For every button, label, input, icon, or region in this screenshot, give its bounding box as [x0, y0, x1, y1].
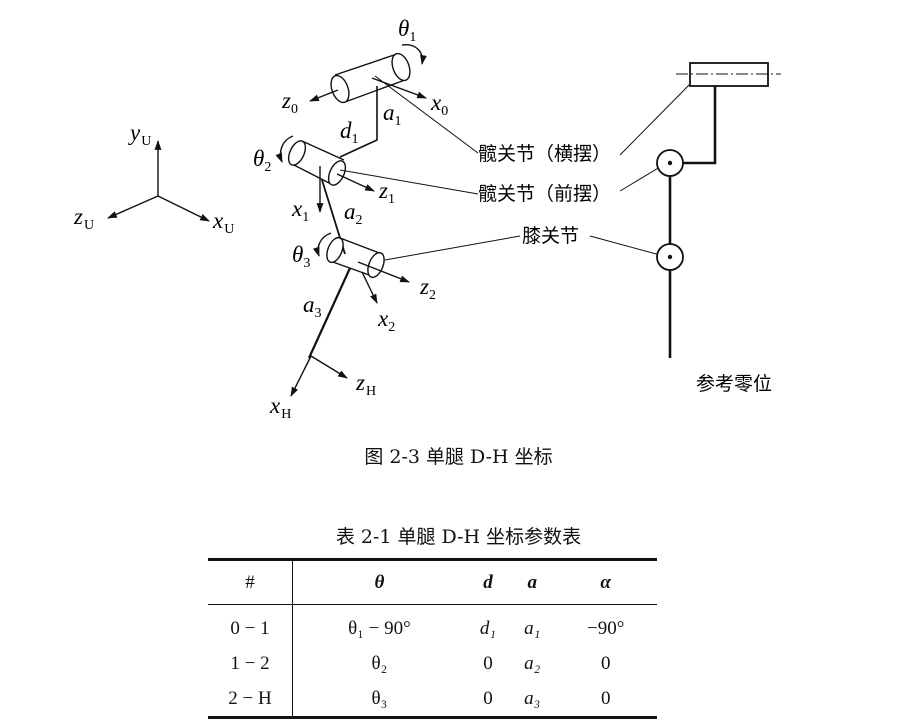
header-d: d — [465, 559, 511, 605]
xh-label: xH — [269, 393, 291, 422]
z1-label: z1 — [378, 178, 395, 207]
zh-axis — [310, 355, 348, 379]
table-row: 0 − 1 θ₁ − 90° d₁ a₁ −90° — [208, 604, 657, 646]
header-a: a — [510, 559, 555, 605]
cell-theta: θ₁ − 90° — [348, 617, 411, 639]
x0-label: x0 — [430, 90, 448, 119]
cell-theta: θ₃ — [371, 687, 388, 709]
a3-label: a3 — [303, 292, 322, 321]
knee-joint — [312, 232, 410, 304]
table-row: 1 − 2 θ₂ 0 a₂ 0 — [208, 646, 657, 681]
z2-axis — [357, 261, 410, 283]
header-alpha: α — [554, 559, 657, 605]
cell-d: 0 — [483, 687, 493, 709]
z0-axis — [309, 89, 339, 102]
z1-axis — [336, 173, 375, 192]
hip-yaw-joint — [309, 44, 427, 104]
cell-theta: θ₂ — [371, 652, 388, 674]
theta3-rotation-arrow — [312, 232, 332, 257]
cell-d: 0 — [483, 652, 493, 674]
callout-leaders — [339, 75, 693, 261]
theta1-label: θ1 — [398, 16, 416, 45]
x2-label: x2 — [377, 306, 395, 335]
knee-callout: 膝关节 — [522, 225, 579, 247]
a1-label: a1 — [383, 100, 402, 129]
zero-position-label: 参考零位 — [696, 373, 772, 395]
figure-caption: 图 2-3 单腿 D-H 坐标 — [364, 446, 553, 468]
z-u-label: zU — [73, 204, 94, 233]
cell-alpha: −90° — [587, 617, 625, 639]
cell-a: a₂ — [524, 652, 541, 674]
hip-pitch-joint — [275, 135, 375, 213]
row-index: 2 − H — [208, 681, 293, 718]
y-u-label: yU — [128, 120, 151, 149]
table-row: 2 − H θ₃ 0 a₃ 0 — [208, 681, 657, 718]
row-index: 0 − 1 — [208, 604, 293, 646]
zero-position-schematic — [656, 62, 781, 358]
row-index: 1 − 2 — [208, 646, 293, 681]
z0-label: z0 — [281, 88, 298, 117]
z-u-axis — [107, 195, 159, 219]
cell-alpha: 0 — [600, 652, 611, 674]
link-a1-d1 — [339, 86, 378, 158]
dh-coordinate-diagram: yU zU xU θ1 z0 x0 a1 d1 θ2 z1 x1 a2 — [73, 16, 781, 422]
header-index: # — [208, 559, 293, 605]
header-theta: θ — [292, 559, 466, 605]
theta1-rotation-arrow — [401, 44, 427, 65]
cell-alpha: 0 — [600, 687, 611, 709]
foot-frame — [290, 355, 348, 397]
reference-frame-u — [107, 140, 210, 222]
x-u-axis — [157, 195, 210, 222]
a2-label: a2 — [344, 199, 363, 228]
hip-pitch-callout: 髋关节（前摆） — [478, 183, 611, 205]
table-caption: 表 2-1 单腿 D-H 坐标参数表 — [335, 526, 582, 548]
link-a3 — [307, 267, 352, 359]
cell-d: d₁ — [479, 617, 496, 639]
theta3-label: θ3 — [292, 242, 310, 271]
cell-a: a₃ — [524, 687, 541, 709]
cell-a: a₁ — [524, 617, 541, 639]
x1-label: x1 — [291, 196, 309, 225]
xh-axis — [290, 355, 312, 397]
x2-axis — [361, 271, 378, 304]
hip-yaw-callout: 髋关节（横摆） — [478, 143, 611, 165]
zh-label: zH — [355, 370, 376, 399]
dh-parameter-table: # θ d a α 0 − 1 θ₁ − 90° d₁ a₁ −90° 1 − … — [208, 558, 657, 719]
hip-offset-link — [682, 86, 717, 165]
table-header-row: # θ d a α — [208, 559, 657, 605]
z2-label: z2 — [419, 274, 436, 303]
d1-label: d1 — [340, 118, 359, 147]
x-u-label: xU — [212, 208, 234, 237]
x0-axis — [371, 77, 427, 99]
theta2-label: θ2 — [253, 146, 271, 175]
theta2-rotation-arrow — [275, 135, 294, 163]
